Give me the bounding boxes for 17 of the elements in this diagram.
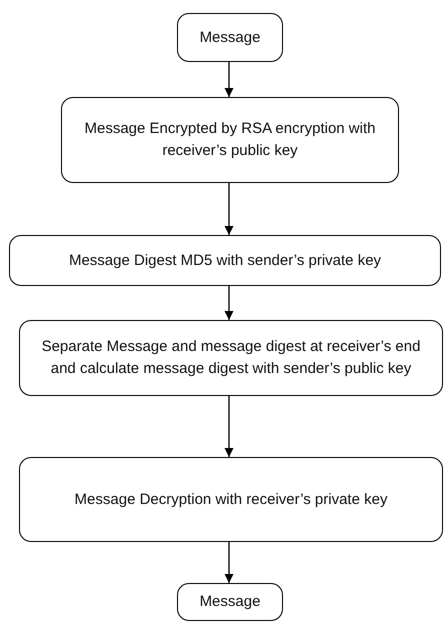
node-text: Message Digest MD5 with sender’s private key	[68, 250, 382, 271]
node-text: Message Decryption with receiver’s private key	[74, 490, 388, 510]
arrow	[224, 396, 234, 457]
process-box	[19, 320, 443, 396]
arrow	[224, 286, 234, 320]
process-box	[9, 235, 441, 286]
arrow	[224, 542, 234, 583]
arrow	[224, 183, 234, 235]
node-text: Separate Message and message digest at receiver’s end and calculate message digest with sender’s public key	[40, 337, 422, 379]
process-box	[61, 97, 399, 183]
arrow	[224, 62, 234, 97]
start-box	[177, 13, 283, 62]
end-box	[177, 583, 283, 621]
process-box	[19, 457, 443, 542]
node-text: Message	[200, 592, 260, 612]
node-text: Message	[200, 28, 260, 48]
node-text: Message Encrypted by RSA encryption with receiver’s public key	[84, 119, 376, 161]
